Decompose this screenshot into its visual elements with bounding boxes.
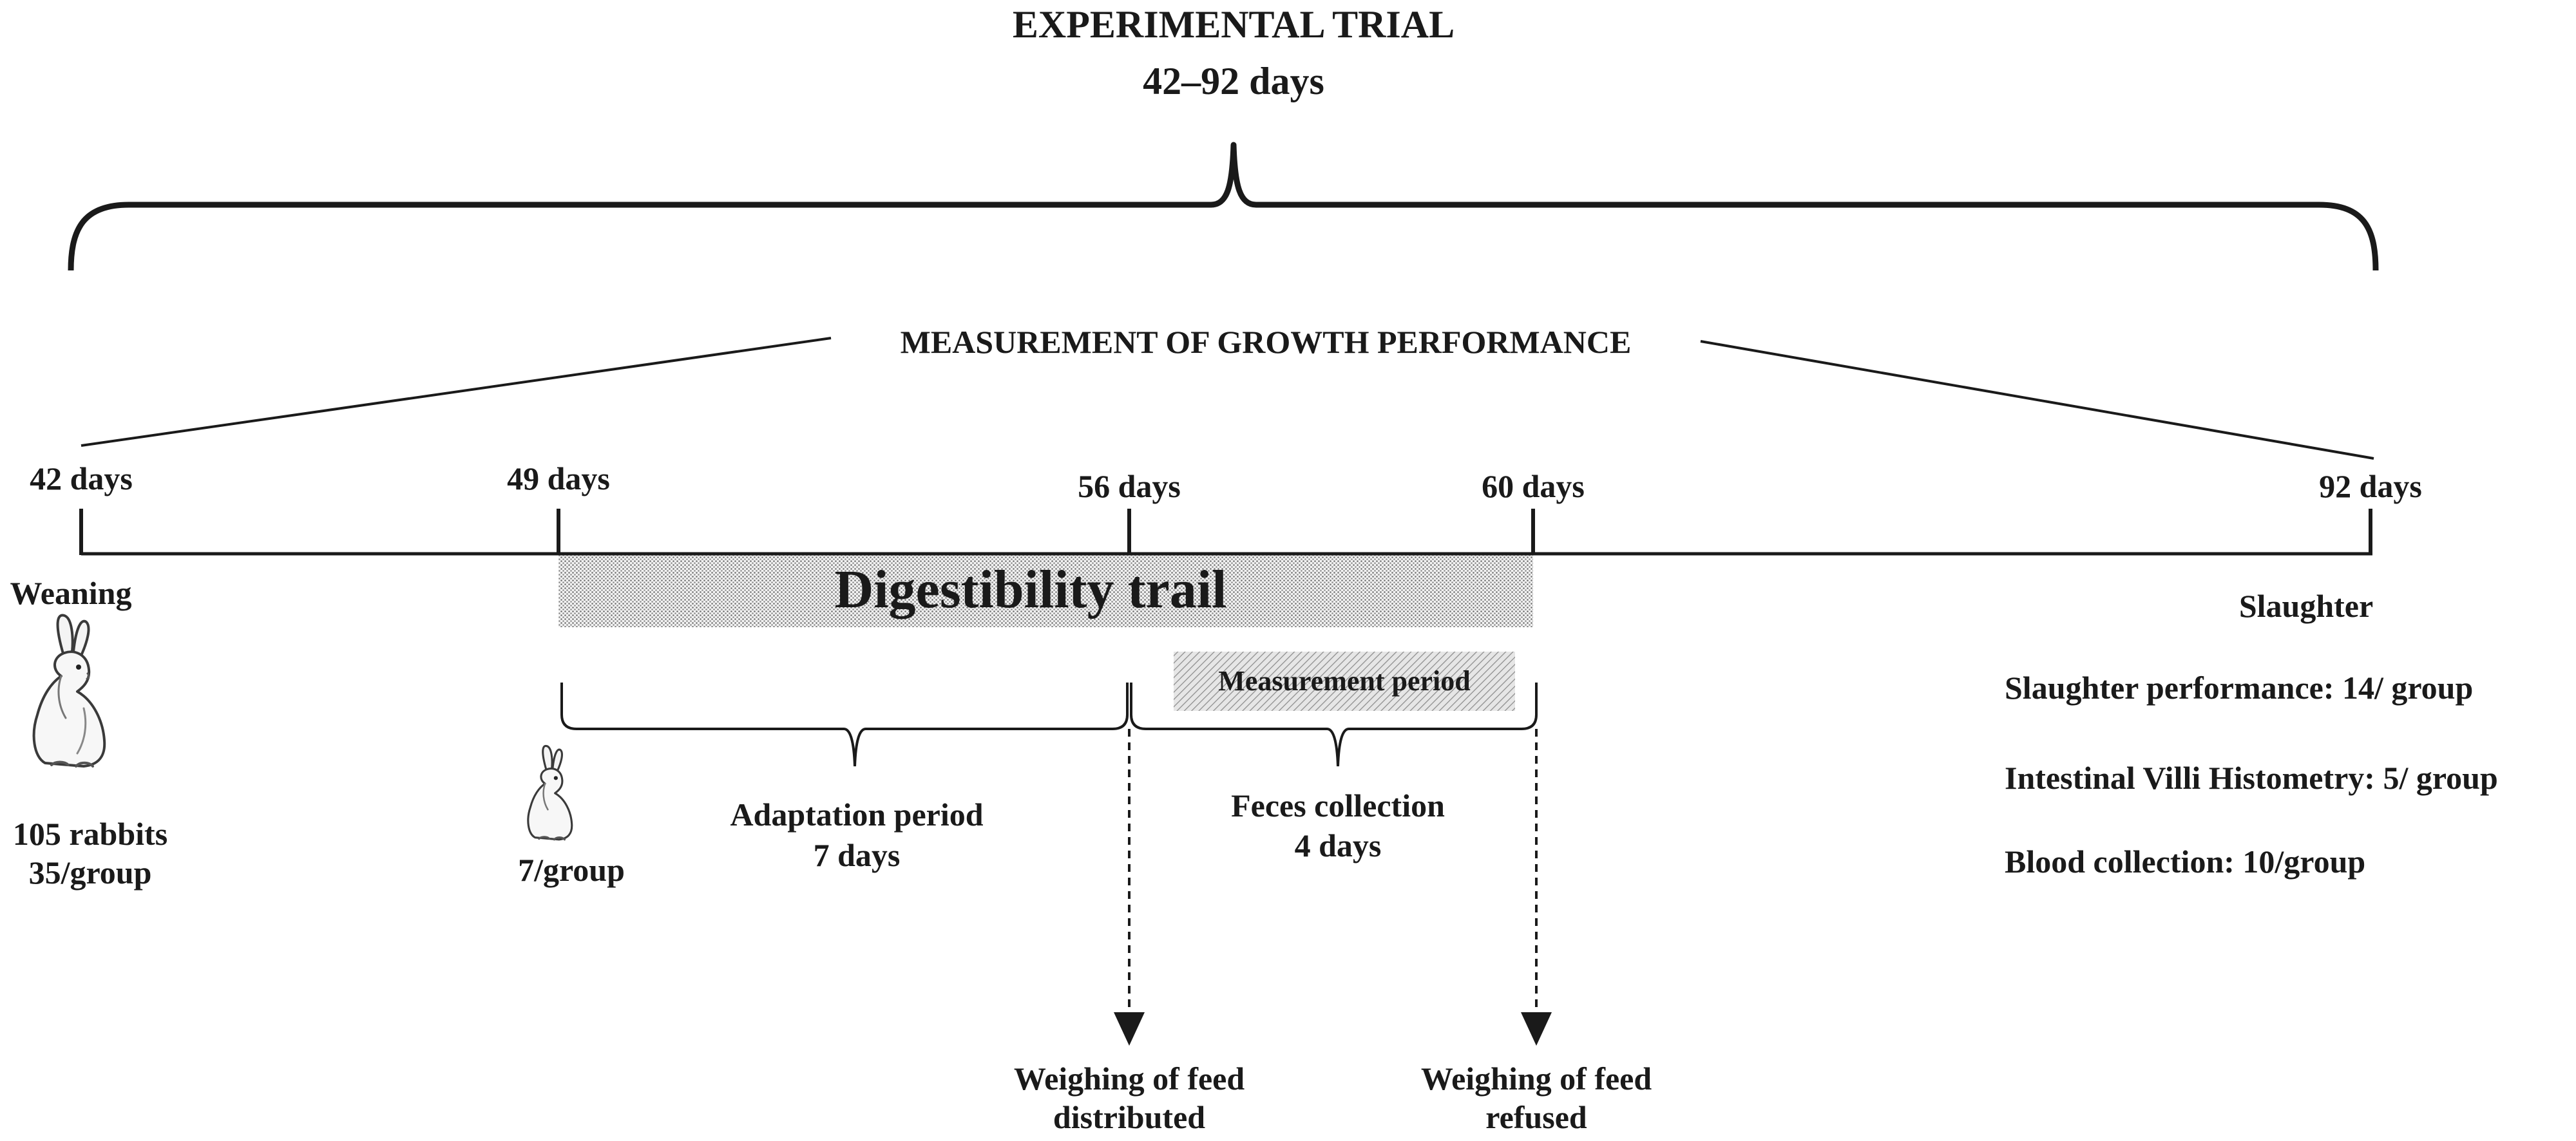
weaning-count-line2: 35/group bbox=[28, 854, 152, 891]
rabbit-icon-small bbox=[527, 744, 573, 841]
experimental-trial-brace bbox=[68, 142, 2379, 271]
measurement-period-box bbox=[1174, 652, 1515, 711]
digestibility-bar bbox=[558, 555, 1533, 627]
tick-label-60: 60 days bbox=[1482, 468, 1585, 504]
adaptation-line2: 7 days bbox=[813, 837, 901, 873]
tick-label-49: 49 days bbox=[507, 460, 610, 496]
growth-performance-label: MEASUREMENT OF GROWTH PERFORMANCE bbox=[900, 324, 1632, 360]
slaughter-label: Slaughter bbox=[2238, 588, 2374, 624]
measurement-period-label: Measurement period bbox=[1218, 665, 1471, 697]
weighing-distributed-line1: Weighing of feed bbox=[1013, 1061, 1245, 1097]
tick-label-42: 42 days bbox=[30, 460, 133, 496]
growth-line-right bbox=[1700, 340, 2374, 460]
weaning-label: Weaning bbox=[10, 575, 132, 611]
rabbit-icon bbox=[32, 614, 106, 768]
slaughter-item-performance: Slaughter performance: 14/ group bbox=[2005, 670, 2474, 706]
feces-line1: Feces collection bbox=[1231, 787, 1445, 824]
digestibility-label: Digestibility trail bbox=[834, 560, 1227, 619]
weighing-refused-line1: Weighing of feed bbox=[1420, 1061, 1652, 1097]
small-group-label: 7/group bbox=[518, 852, 625, 888]
adaptation-line1: Adaptation period bbox=[730, 797, 984, 833]
slaughter-item-blood: Blood collection: 10/group bbox=[2005, 844, 2366, 880]
slaughter-item-histometry: Intestinal Villi Histometry: 5/ group bbox=[2005, 760, 2498, 796]
experimental-trial-title: EXPERIMENTAL TRIAL bbox=[1012, 3, 1455, 46]
experimental-trial-range: 42–92 days bbox=[1143, 60, 1324, 102]
adaptation-brace bbox=[560, 683, 1129, 767]
growth-line-left bbox=[81, 337, 832, 447]
feces-line2: 4 days bbox=[1294, 827, 1382, 863]
weighing-distributed-line2: distributed bbox=[1053, 1099, 1206, 1135]
tick-label-92: 92 days bbox=[2319, 468, 2422, 504]
weaning-count-line1: 105 rabbits bbox=[12, 816, 168, 852]
weighing-refused-line2: refused bbox=[1485, 1099, 1587, 1135]
feces-brace bbox=[1130, 683, 1538, 767]
tick-label-56: 56 days bbox=[1078, 468, 1181, 504]
